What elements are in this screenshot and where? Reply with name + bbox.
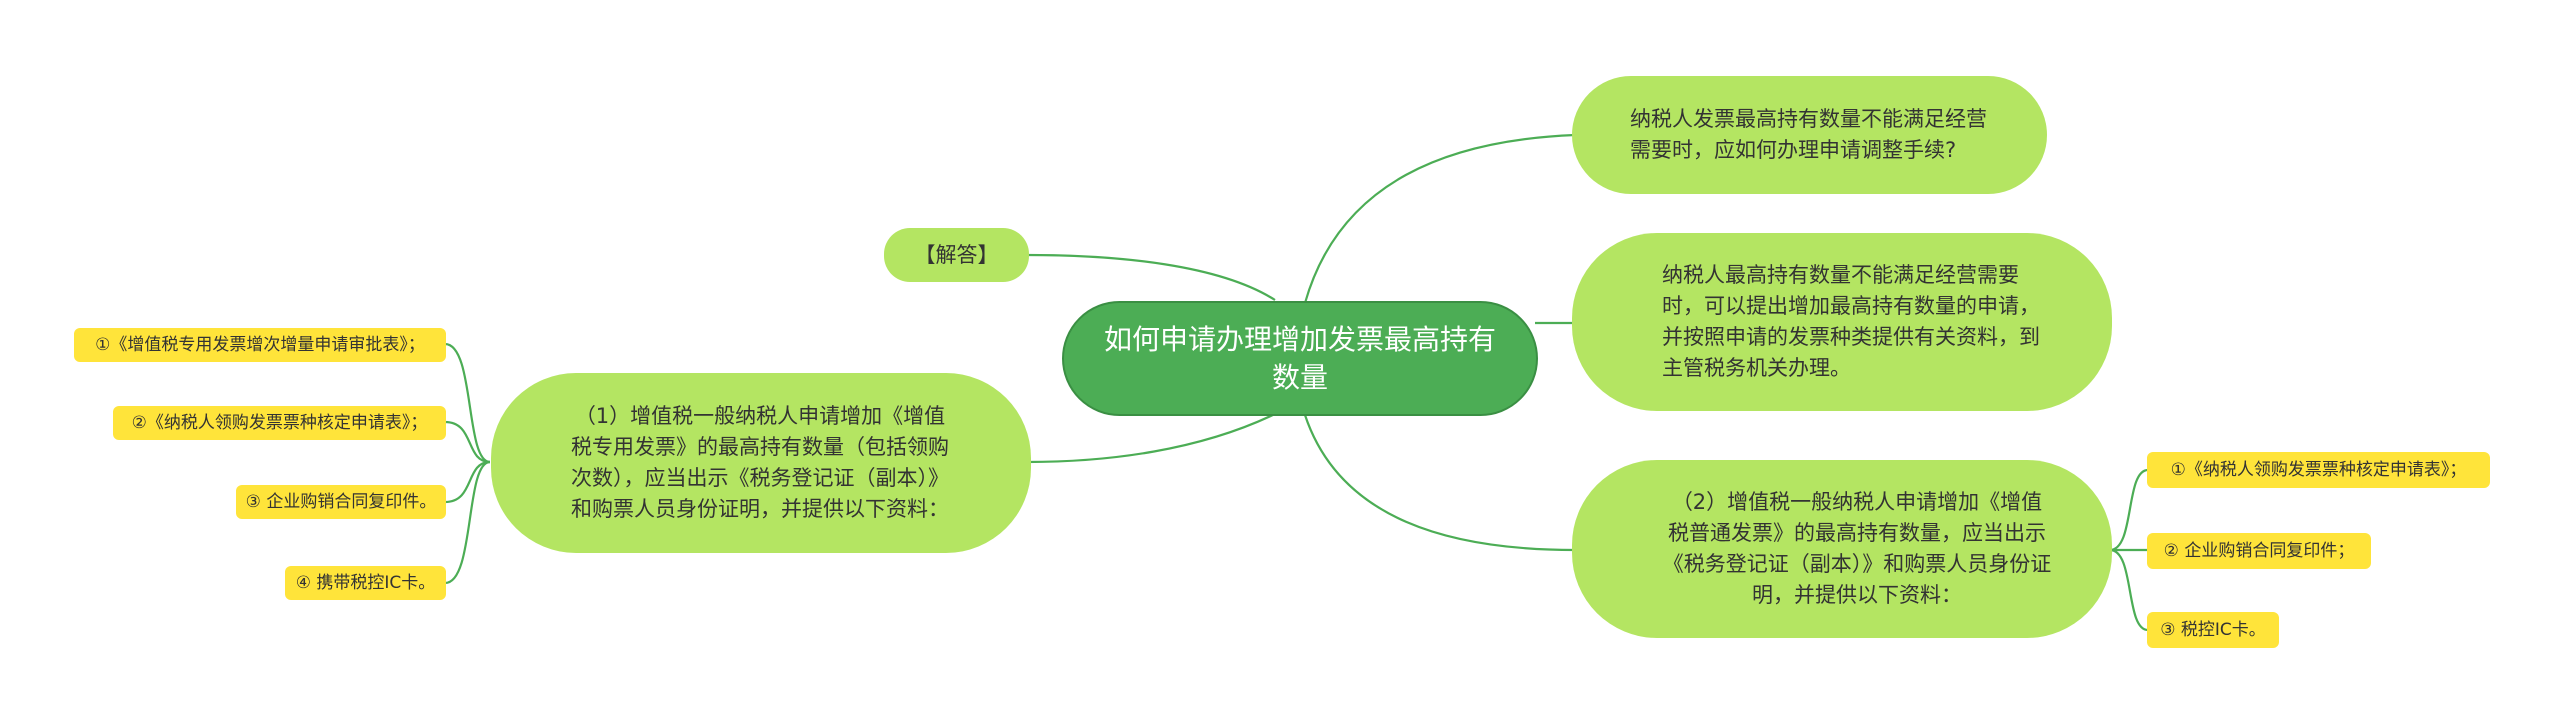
right-leaf-2-label: ② 企业购销合同复印件； (2163, 541, 2355, 561)
link-right-leaf-3 (2109, 548, 2149, 632)
right-leaf-3[interactable]: ③ 税控IC卡。 (2147, 612, 2279, 648)
special-invoice-branch[interactable]: （1）增值税一般纳税人申请增加《增值税专用发票》的最高持有数量（包括领购次数），… (491, 373, 1031, 553)
answer-tag[interactable]: 【解答】 (884, 228, 1029, 282)
link-left-leaf-1 (444, 342, 491, 464)
link-root-right-branch (1303, 414, 1576, 552)
left-leaf-3-label: ③ 企业购销合同复印件。 (245, 492, 437, 512)
root-topic-label: 如何申请办理增加发票最高持有数量 (1104, 322, 1497, 394)
right-leaf-1[interactable]: ①《纳税人领购发票票种核定申请表》； (2147, 452, 2490, 488)
left-leaf-4-label: ④ 携带税控IC卡。 (295, 573, 436, 593)
right-leaf-1-label: ①《纳税人领购发票票种核定申请表》； (2170, 460, 2467, 480)
link-left-leaf-4 (444, 460, 491, 585)
left-leaf-2[interactable]: ②《纳税人领购发票票种核定申请表》； (113, 406, 446, 440)
left-leaf-2-label: ②《纳税人领购发票票种核定申请表》； (131, 413, 428, 433)
answer-node[interactable]: 纳税人最高持有数量不能满足经营需要时，可以提出增加最高持有数量的申请，并按照申请… (1572, 233, 2112, 411)
left-leaf-1[interactable]: ①《增值税专用发票增次增量申请审批表》； (74, 328, 446, 362)
right-leaf-3-label: ③ 税控IC卡。 (2160, 620, 2266, 640)
left-leaf-4[interactable]: ④ 携带税控IC卡。 (285, 566, 446, 600)
answer-node-label: 纳税人最高持有数量不能满足经营需要时，可以提出增加最高持有数量的申请，并按照申请… (1662, 263, 2040, 380)
question-node[interactable]: 纳税人发票最高持有数量不能满足经营需要时，应如何办理申请调整手续? (1572, 76, 2047, 194)
right-leaf-2[interactable]: ② 企业购销合同复印件； (2147, 533, 2371, 569)
left-leaf-3[interactable]: ③ 企业购销合同复印件。 (236, 485, 446, 519)
link-root-right-top (1303, 133, 1576, 304)
question-node-label: 纳税人发票最高持有数量不能满足经营需要时，应如何办理申请调整手续? (1630, 107, 1987, 162)
link-root-answer (1026, 253, 1276, 301)
link-right-leaf-1 (2109, 468, 2149, 552)
link-left-leaf-2 (444, 420, 491, 464)
link-left-leaf-3 (444, 460, 491, 504)
link-root-left-branch (1026, 413, 1276, 464)
answer-tag-label: 【解答】 (914, 243, 999, 267)
special-invoice-branch-label: （1）增值税一般纳税人申请增加《增值税专用发票》的最高持有数量（包括领购次数），… (571, 404, 949, 521)
ordinary-invoice-branch[interactable]: （2）增值税一般纳税人申请增加《增值税普通发票》的最高持有数量，应当出示《税务登… (1572, 460, 2112, 638)
root-topic[interactable]: 如何申请办理增加发票最高持有数量 (1062, 301, 1538, 416)
left-leaf-1-label: ①《增值税专用发票增次增量申请审批表》； (95, 335, 425, 355)
ordinary-invoice-branch-label: （2）增值税一般纳税人申请增加《增值税普通发票》的最高持有数量，应当出示《税务登… (1662, 490, 2052, 607)
